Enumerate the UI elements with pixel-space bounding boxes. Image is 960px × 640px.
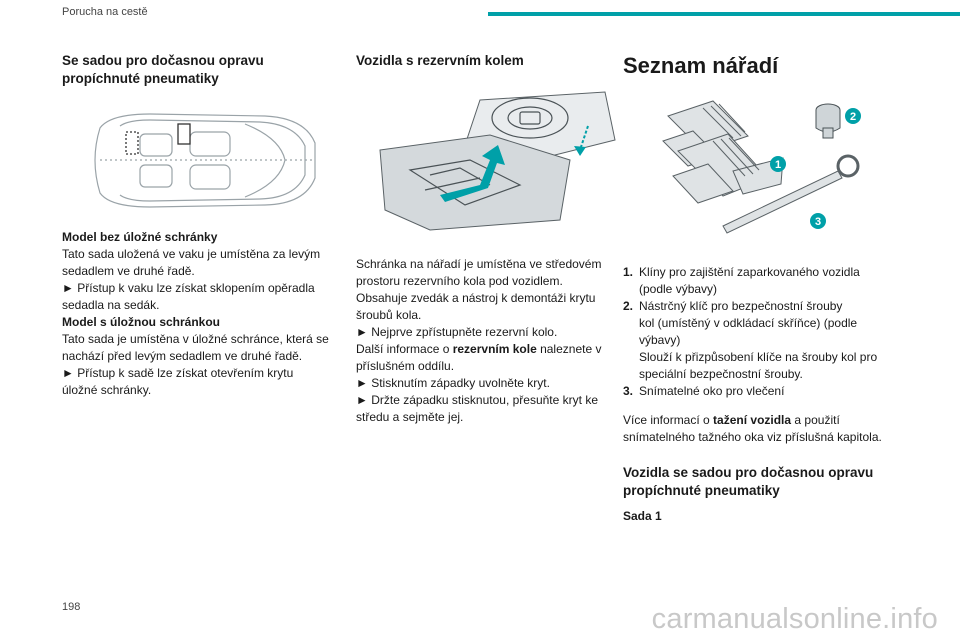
spare-wheel-compartment-icon <box>370 90 620 240</box>
header-accent-bar <box>488 12 960 16</box>
car-top-view-icon <box>80 108 320 213</box>
badge-2: 2 <box>850 111 856 123</box>
model-without-storage-step: ► Přístup k vaku lze získat sklopením op… <box>62 281 315 312</box>
column-temporary-repair-kit: Se sadou pro dočasnou opravu propíchnuté… <box>62 52 330 399</box>
remove-cover-step: ► Držte západku stisknutou, přesuňte kry… <box>356 393 598 424</box>
section-header: Porucha na cestě <box>62 6 148 18</box>
tool-list-item: 3. Snímatelné oko pro vlečení <box>623 384 785 398</box>
section-title-spare-wheel: Vozidla s rezervním kolem <box>356 53 524 68</box>
spare-wheel-info-text: Další informace o rezervním kole nalezne… <box>356 342 602 373</box>
badge-1: 1 <box>775 159 781 171</box>
towing-info-text: Více informací o tažení vozidla a použit… <box>623 413 882 444</box>
model-without-storage-text: Tato sada uložená ve vaku je umístěna za… <box>62 247 321 278</box>
column-tool-list: Seznam nářadí <box>623 52 908 525</box>
subsection-title-repair-kit: Vozidla se sadou pro dočasnou opravu pro… <box>623 465 874 498</box>
watermark: carmanualsonline.info <box>651 603 938 635</box>
badge-3: 3 <box>815 216 821 228</box>
tool-list-item: 2. Nástrčný klíč pro bezpečnostní šrouby… <box>623 299 878 381</box>
section-title-tool-list: Seznam nářadí <box>623 53 779 78</box>
model-with-storage-title: Model s úložnou schránkou <box>62 315 221 329</box>
tools-list-icon: 1 2 3 <box>653 96 868 246</box>
model-with-storage-step: ► Přístup k sadě lze získat otevřením kr… <box>62 366 294 397</box>
kit-label: Sada 1 <box>623 509 662 523</box>
tool-list-item: 1. Klíny pro zajištění zaparkovaného voz… <box>623 265 860 296</box>
toolbox-contents-text: Obsahuje zvedák a nástroj k demontáži kr… <box>356 291 596 322</box>
access-spare-wheel-step: ► Nejprve zpřístupněte rezervní kolo. <box>356 325 558 339</box>
tool-list: 1. Klíny pro zajištění zaparkovaného voz… <box>623 264 908 400</box>
column-spare-wheel: Vozidla s rezervním kolem Schránka na ná… <box>356 52 624 426</box>
page-number: 198 <box>62 601 81 613</box>
section-title-repair-kit: Se sadou pro dočasnou opravu propíchnuté… <box>62 53 264 86</box>
toolbox-location-text: Schránka na nářadí je umístěna ve středo… <box>356 257 602 288</box>
release-cover-step: ► Stisknutím západky uvolněte kryt. <box>356 376 550 390</box>
model-without-storage-title: Model bez úložné schránky <box>62 230 218 244</box>
model-with-storage-text: Tato sada je umístěna v úložné schránce,… <box>62 332 329 363</box>
